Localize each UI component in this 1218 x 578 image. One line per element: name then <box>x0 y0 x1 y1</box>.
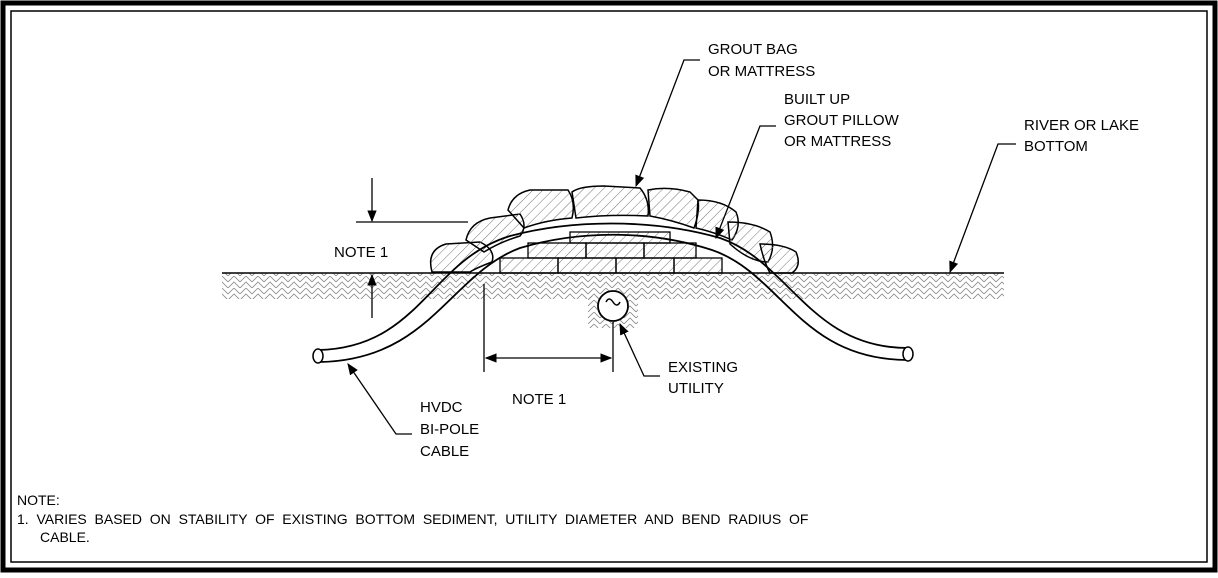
label-utility-1: EXISTING <box>668 359 738 376</box>
inner-border <box>10 10 1208 563</box>
label-note1-width: NOTE 1 <box>512 391 566 408</box>
leader-lines <box>347 59 1016 435</box>
label-grout-bag-1: GROUT BAG <box>708 41 798 58</box>
label-utility-2: UTILITY <box>668 380 724 397</box>
label-built-up-2: GROUT PILLOW <box>784 112 900 129</box>
note-item-1-line-1: 1. VARIES BASED ON STABILITY OF EXISTING… <box>17 511 808 527</box>
cable-end-right <box>902 346 914 362</box>
notes-heading: NOTE: <box>17 492 60 508</box>
label-grout-bag-2: OR MATTRESS <box>708 63 815 80</box>
cable-end-left <box>312 348 324 364</box>
height-dimension <box>356 178 468 318</box>
label-river-2: BOTTOM <box>1024 138 1088 155</box>
existing-utility-pipe <box>597 290 629 322</box>
label-hvdc-2: BI-POLE <box>420 421 479 438</box>
width-dimension <box>483 284 614 372</box>
label-hvdc-1: HVDC <box>420 399 463 416</box>
label-built-up-1: BUILT UP <box>784 91 850 108</box>
label-built-up-3: OR MATTRESS <box>784 133 891 150</box>
utility-symbol <box>605 298 621 306</box>
grout-bags <box>429 185 799 274</box>
grout-pillow <box>499 231 723 274</box>
note-item-1-line-2: CABLE. <box>40 529 90 545</box>
hvdc-cable <box>317 222 909 363</box>
label-hvdc-3: CABLE <box>420 443 469 460</box>
label-note1-height: NOTE 1 <box>334 244 388 261</box>
label-river-1: RIVER OR LAKE <box>1024 117 1139 134</box>
